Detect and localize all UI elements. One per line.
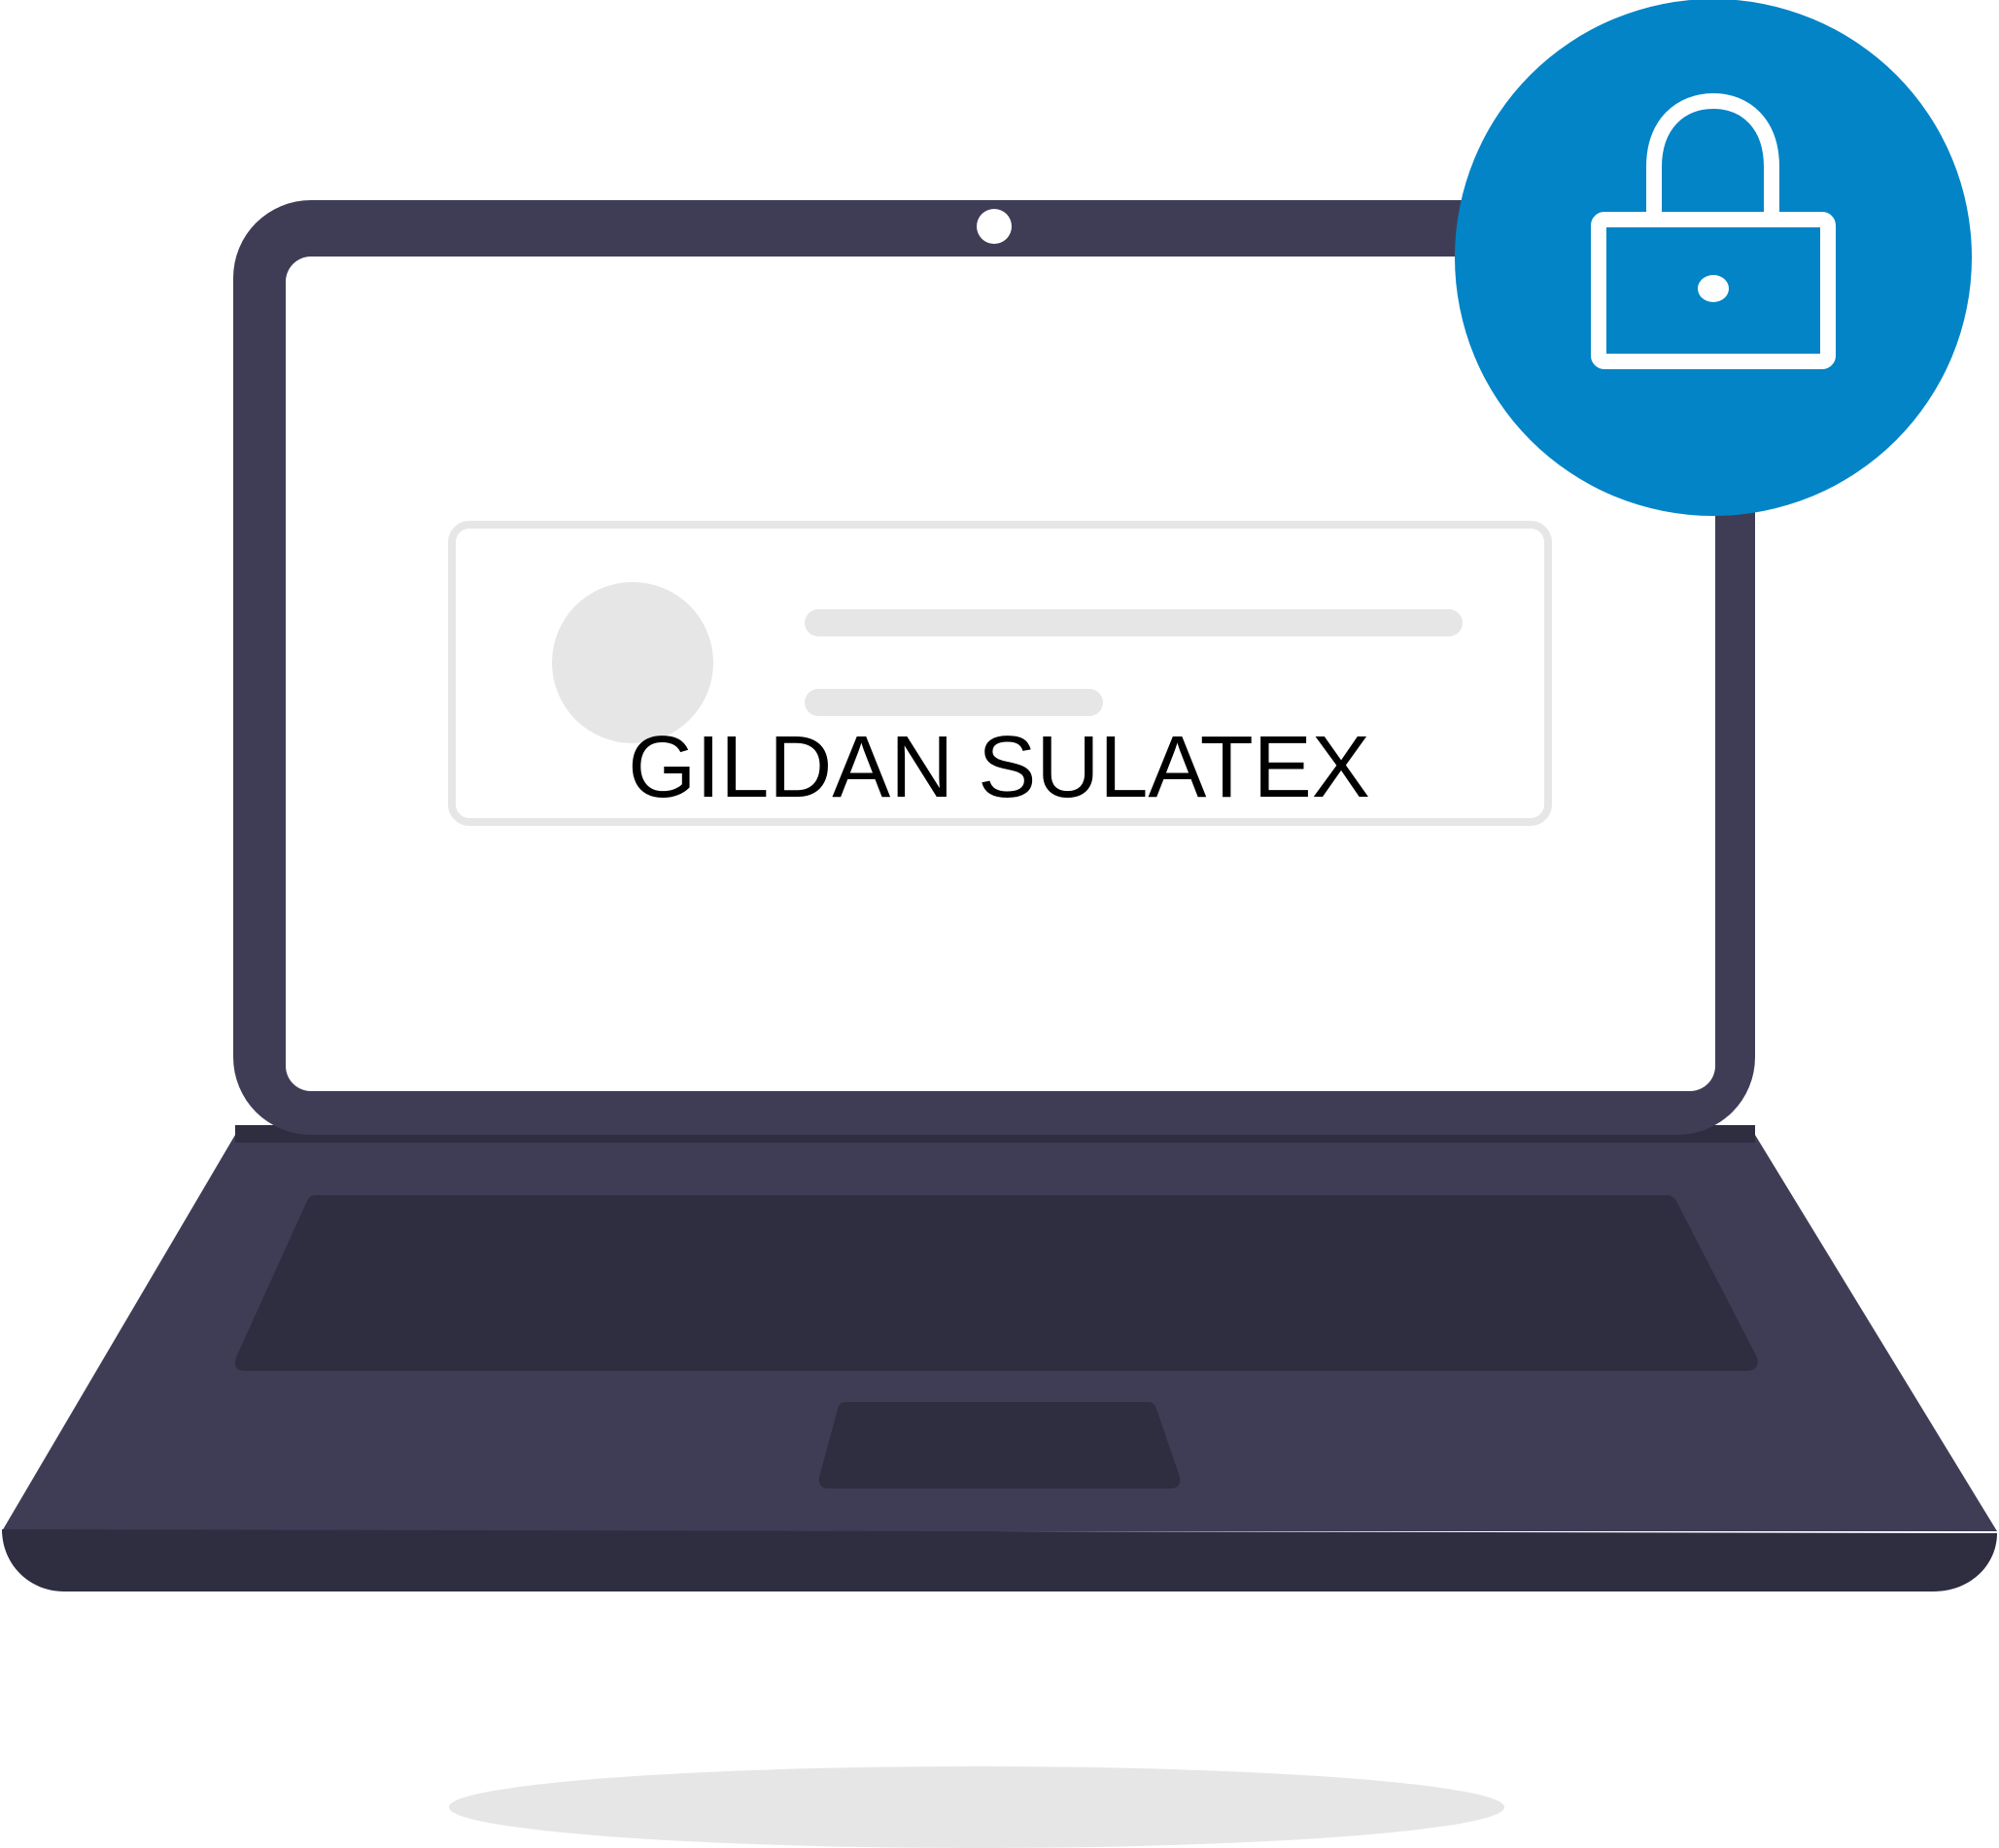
lock-badge bbox=[1455, 0, 1972, 516]
text-line-placeholder-long bbox=[805, 609, 1463, 636]
lock-keyhole bbox=[1698, 275, 1729, 302]
webcam bbox=[977, 209, 1012, 244]
text-line-placeholder-short bbox=[805, 689, 1103, 716]
base-front-edge bbox=[2, 1529, 1997, 1591]
trackpad bbox=[818, 1402, 1181, 1489]
floor-shadow bbox=[449, 1766, 1504, 1848]
profile-card bbox=[448, 521, 1552, 826]
keyboard bbox=[234, 1195, 1758, 1371]
laptop-base bbox=[2, 1125, 1997, 1591]
profile-card-frame bbox=[448, 521, 1552, 826]
brand-name: GILDAN SULATEX bbox=[628, 719, 1370, 816]
lock-icon bbox=[1591, 92, 1836, 369]
avatar-placeholder bbox=[552, 582, 713, 743]
lock-shackle bbox=[1646, 92, 1779, 212]
